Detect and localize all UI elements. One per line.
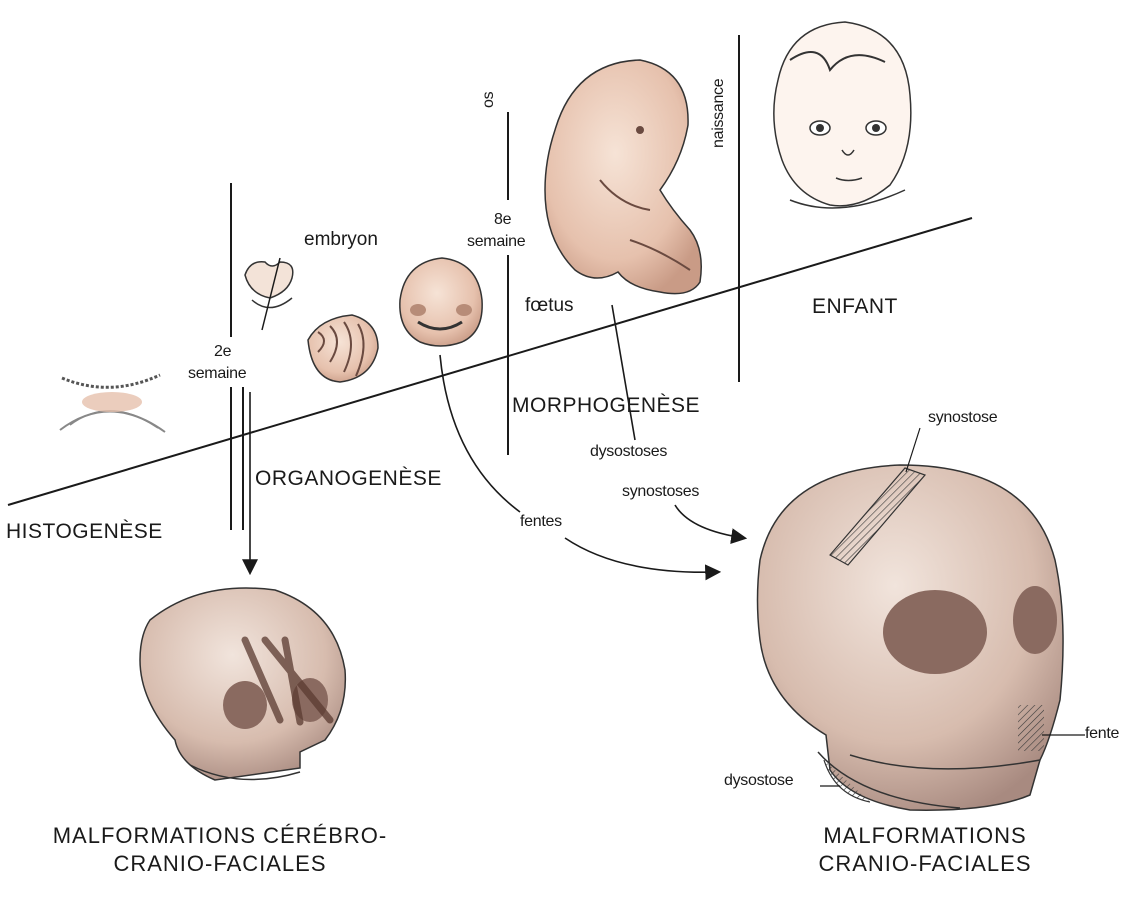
cleft-region — [1018, 705, 1044, 751]
naissance-label: naissance — [711, 79, 727, 148]
timeline-diagonal — [8, 218, 972, 505]
foetus-label: fœtus — [525, 296, 574, 315]
left-skull-illustration — [140, 588, 345, 780]
morphogenese-label: MORPHOGENÈSE — [512, 395, 700, 416]
foetus-illustration — [545, 60, 701, 294]
embryo-head-illustration — [400, 258, 482, 346]
enfant-label: ENFANT — [812, 296, 898, 317]
week8-number: 8e — [494, 212, 511, 228]
arrow-fentes — [440, 355, 718, 572]
dysostoses-label: dysostoses — [590, 444, 667, 460]
left-caption: MALFORMATIONS CÉRÉBRO- CRANIO-FACIALES — [30, 822, 410, 877]
neural-tube-illustration — [245, 258, 293, 330]
somite-embryo-illustration — [308, 315, 378, 382]
left-caption-line1: MALFORMATIONS CÉRÉBRO- — [30, 822, 410, 850]
embryon-label: embryon — [304, 230, 378, 249]
right-caption: MALFORMATIONS CRANIO-FACIALES — [760, 822, 1090, 877]
week2-number: 2e — [214, 344, 231, 360]
right-caption-line2: CRANIO-FACIALES — [760, 850, 1090, 878]
synostoses-label: synostoses — [622, 484, 699, 500]
dysostose-label: dysostose — [724, 773, 793, 789]
week2-unit: semaine — [188, 366, 246, 382]
right-skull-illustration — [758, 465, 1064, 810]
fente-label: fente — [1085, 726, 1119, 742]
germ-disc-illustration — [60, 375, 165, 432]
left-caption-line2: CRANIO-FACIALES — [30, 850, 410, 878]
baby-head-illustration — [774, 22, 911, 208]
organogenese-label: ORGANOGENÈSE — [255, 468, 442, 489]
histogenese-label: HISTOGENÈSE — [6, 521, 163, 542]
synostose-label: synostose — [928, 410, 997, 426]
os-label: os — [481, 92, 497, 108]
arrow-dysostoses — [612, 305, 744, 538]
right-caption-line1: MALFORMATIONS — [760, 822, 1090, 850]
fentes-label: fentes — [520, 514, 562, 530]
week8-unit: semaine — [467, 234, 525, 250]
